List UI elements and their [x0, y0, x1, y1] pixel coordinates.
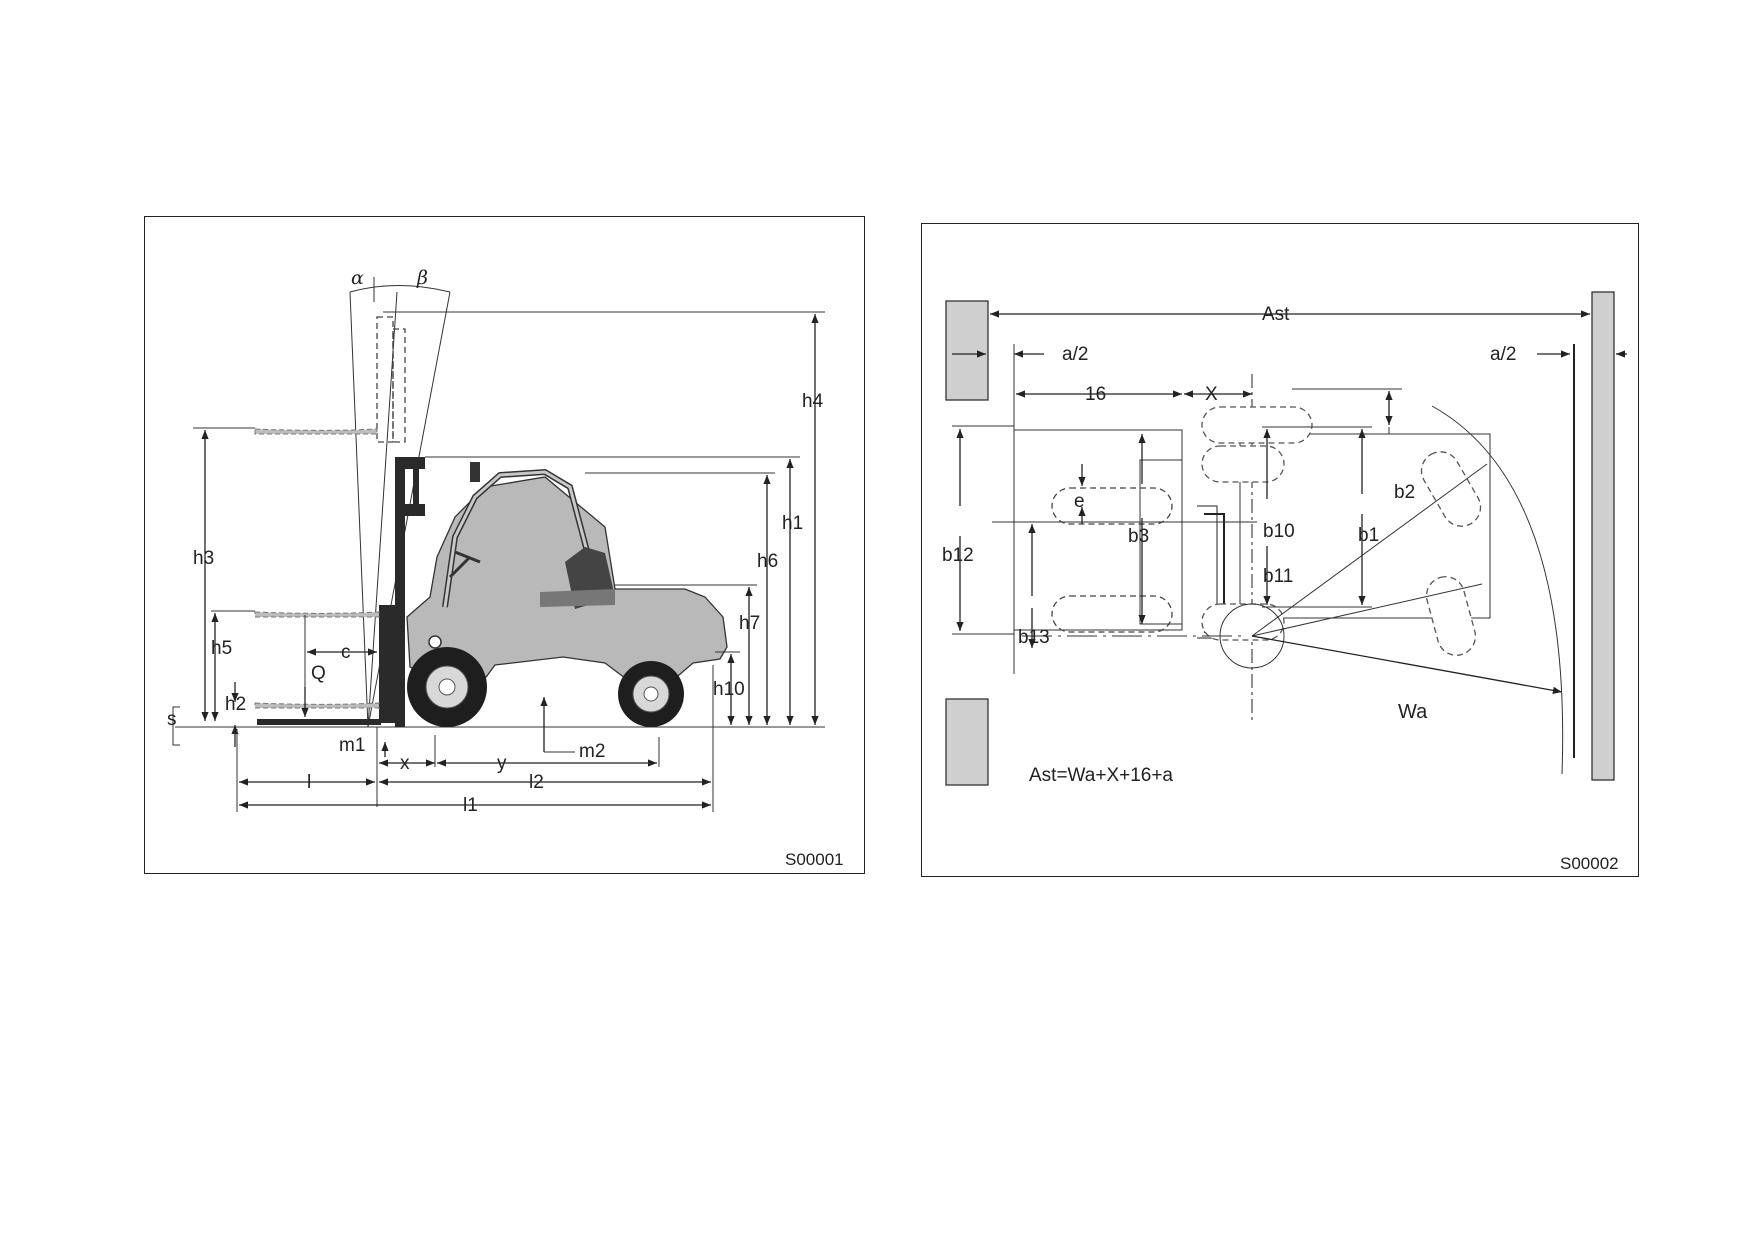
h3-label: h3: [193, 548, 214, 569]
h6-label: h6: [757, 551, 778, 572]
y-label: y: [497, 753, 507, 774]
h1-label: h1: [782, 513, 803, 534]
figure-code: S00001: [785, 850, 844, 869]
l2-label: l2: [529, 772, 544, 793]
aisle-formula: Ast=Wa+X+16+a: [1029, 765, 1173, 786]
rear-wheel: [618, 661, 684, 727]
b10-label: b10: [1263, 521, 1295, 542]
side-view-panel: α β h4 h1 h6 h7 h10 h3 h5 h2 s c Q m1 m2…: [144, 216, 865, 874]
Q-label: Q: [311, 663, 326, 684]
fork-positions: [254, 428, 381, 725]
b12-label: b12: [942, 545, 974, 566]
dim-16-label: 16: [1085, 384, 1106, 405]
X-label: X: [1205, 384, 1218, 405]
h2-label: h2: [225, 694, 246, 715]
b2-label: b2: [1394, 482, 1415, 503]
figure-code: S00002: [1560, 854, 1619, 873]
l-label: l: [307, 772, 311, 793]
e-label: e: [1074, 491, 1085, 512]
m2-label: m2: [579, 741, 605, 762]
top-view-panel: Ast a/2 a/2 16 X e b3 b12 b13 b10 b11 b1…: [921, 223, 1639, 877]
a2-left-label: a/2: [1062, 344, 1088, 365]
forklift-side-view-diagram: α β h4 h1 h6 h7 h10 h3 h5 h2 s c Q m1 m2…: [167, 267, 844, 869]
Ast-label: Ast: [1262, 304, 1290, 325]
b1-label: b1: [1358, 525, 1379, 546]
truck-body: [406, 462, 728, 693]
l1-label: l1: [463, 795, 478, 816]
beta-label: β: [416, 267, 428, 289]
x-label: x: [400, 753, 410, 774]
left-wall-upper: [945, 300, 989, 401]
Wa-label: Wa: [1398, 701, 1428, 723]
fork-left: [1051, 487, 1173, 525]
turning-arc: [1431, 405, 1564, 775]
mast: [379, 457, 425, 727]
c-label: c: [341, 642, 351, 663]
fork-right: [1051, 595, 1173, 633]
a2-right-label: a/2: [1490, 344, 1516, 365]
b13-label: b13: [1018, 627, 1050, 648]
alpha-label: α: [351, 267, 364, 289]
h5-label: h5: [211, 638, 232, 659]
h7-label: h7: [739, 613, 760, 634]
b11-label: b11: [1263, 566, 1293, 587]
left-wall-lower: [945, 698, 989, 786]
extended-mast: [376, 316, 406, 443]
b3-label: b3: [1128, 526, 1149, 547]
h10-label: h10: [713, 679, 745, 700]
forklift-top-view-diagram: Ast a/2 a/2 16 X e b3 b12 b13 b10 b11 b1…: [942, 291, 1627, 873]
h4-label: h4: [802, 391, 824, 412]
right-wall: [1591, 291, 1615, 781]
s-label: s: [167, 709, 177, 730]
front-wheel: [407, 647, 487, 727]
m1-label: m1: [339, 735, 365, 756]
